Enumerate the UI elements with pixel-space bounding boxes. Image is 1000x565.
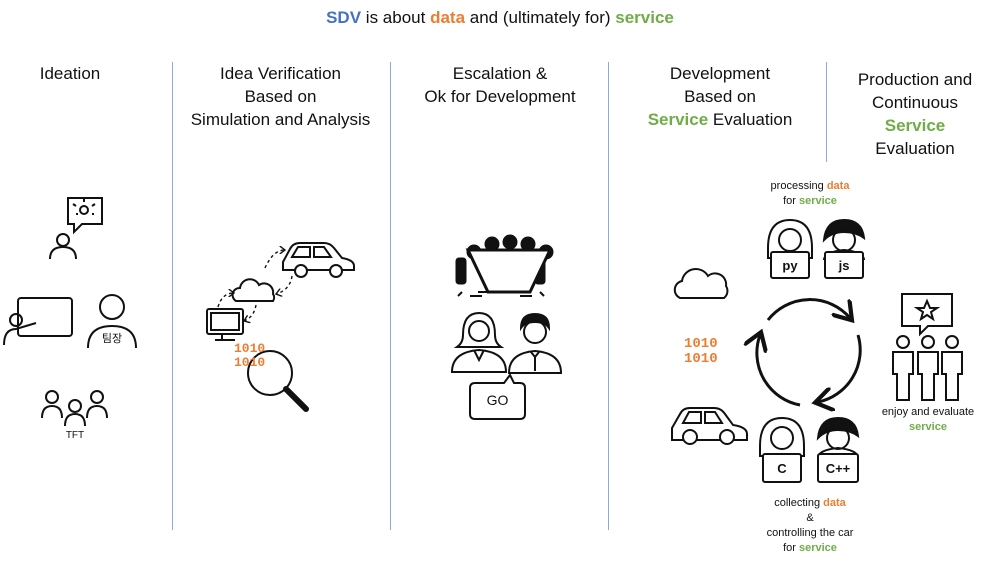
collecting-text: collecting [774,497,824,509]
presenter-icon [3,297,73,346]
divider-4 [826,62,827,162]
divider-3 [608,62,609,530]
stage-development-evaluation: Evaluation [708,110,793,129]
binary-row-3: 1010 [684,336,718,352]
enjoy-service: service [909,421,947,433]
binary-row-1: 1010 [234,341,266,356]
man-icon [507,312,563,374]
stage-escalation-line2: Ok for Development [424,87,576,106]
meeting-table-icon [455,234,554,297]
stage-production-line2: Continuous [871,93,958,112]
processing-text: processing [770,180,827,192]
collecting-note: collecting data & controlling the car fo… [745,496,875,556]
stage-verification-line1: Idea Verification [220,64,341,83]
title-text-1: is about [361,8,431,27]
stage-escalation-line1: Escalation & [452,64,548,83]
binary-data-icon-development: 1010 1010 [684,337,720,367]
team-leader-label: 팀장 [101,333,123,345]
title-service: service [615,8,674,27]
go-label: GO [486,392,509,408]
title-data: data [430,8,466,27]
divider-2 [390,62,391,530]
stage-production-service: Service [884,116,946,135]
processing-service: service [798,195,837,207]
audience-group-icon [892,335,963,401]
stage-development-line3: Service Evaluation [620,108,820,131]
stage-ideation: Ideation [10,62,130,85]
collecting-service: service [798,542,837,554]
js-label: js [838,258,850,273]
processing-data: data [826,180,850,192]
divider-1 [172,62,173,530]
stage-verification: Idea Verification Based on Simulation an… [178,62,383,131]
magnifier-icon [247,350,309,412]
stage-development: Development Based on Service Evaluation [620,62,820,131]
monitor-icon [206,308,244,341]
stage-ideation-label: Ideation [39,64,101,83]
team-leader-icon [87,294,137,349]
binary-data-icon-verification: 1010 1010 [234,342,268,370]
cloud-icon-verification [231,278,276,302]
stage-development-line1: Development [669,64,771,83]
cpp-label: C++ [825,461,851,476]
binary-row-2: 1010 [234,355,266,370]
idea-person-icon [49,197,103,260]
car-icon-development [671,407,748,445]
tft-label: TFT [65,430,85,441]
collecting-for: for [783,542,799,554]
binary-row-4: 1010 [684,351,718,367]
developer-cpp-icon [816,416,860,483]
tft-team-icon [41,390,108,427]
collecting-data: data [823,497,846,509]
processing-for: for [783,195,799,207]
stage-development-service: Service [647,110,709,129]
stage-production-line4: Evaluation [875,139,955,158]
processing-note: processing data for service [755,179,865,209]
title-text-2: and (ultimately for) [465,8,616,27]
cycle-arrows [217,250,293,321]
stage-production-line1: Production and [857,70,973,89]
stage-verification-line3: Simulation and Analysis [190,110,371,129]
go-speech-bubble [469,373,526,420]
stage-production: Production and Continuous Service Evalua… [840,68,990,160]
enjoy-text: enjoy and evaluate [881,406,975,418]
title-sdv: SDV [326,8,362,27]
car-icon-verification [282,242,355,278]
cycle-loop [757,298,862,405]
developer-py-icon [767,218,813,279]
stage-escalation: Escalation & Ok for Development [400,62,600,108]
developer-js-icon [822,218,866,279]
stage-development-line2: Based on [684,87,756,106]
cloud-icon-development [673,267,729,299]
star-rating-bubble [901,293,953,337]
collecting-amp: & [806,512,814,524]
collecting-control: controlling the car [766,527,854,539]
enjoy-note: enjoy and evaluate service [868,405,988,435]
stage-verification-line2: Based on [244,87,317,106]
diagram-title: SDV is about data and (ultimately for) s… [0,8,1000,28]
developer-c-icon [759,416,805,483]
py-label: py [782,258,798,273]
woman-icon [450,311,508,373]
c-label: C [777,461,787,476]
